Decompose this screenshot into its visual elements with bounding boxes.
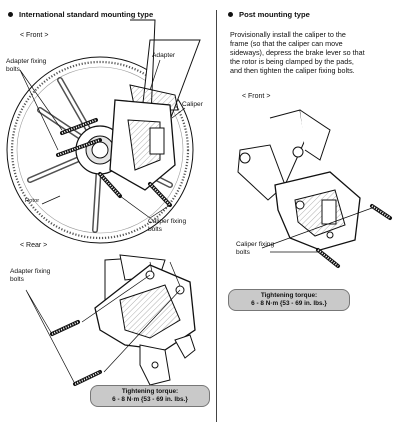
post-front-view-label: < Front >: [242, 93, 271, 100]
post-mount-diagram: [238, 110, 390, 266]
right-torque-box: Tightening torque: 6 - 8 N·m {53 - 69 in…: [228, 289, 350, 311]
column-divider: [216, 10, 217, 422]
adapter-label: Adapter: [152, 52, 176, 59]
bullet-icon: [228, 12, 233, 17]
front-caliper-fixing-bolts-label: Caliper fixing bolts: [148, 218, 187, 233]
rear-caliper-diagram: [26, 255, 195, 385]
rotor-outer-edge: [7, 57, 193, 243]
rotor-holes-ring: [12, 62, 188, 238]
rear-adapter-fixing-bolts-label: Adapter fixing bolts: [10, 268, 51, 283]
post-mount-title: Post mounting type: [239, 10, 310, 19]
post-mount-instructions: Provisionally install the caliper to the…: [230, 30, 365, 75]
post-mount-heading: Post mounting type: [228, 10, 310, 19]
caliper-label: Caliper: [182, 101, 203, 108]
post-caliper-fixing-bolts-label: Caliper fixing bolts: [236, 241, 275, 256]
international-mount-title: International standard mounting type: [19, 10, 154, 19]
left-torque-box: Tightening torque: 6 - 8 N·m {53 - 69 in…: [90, 385, 210, 407]
international-mount-heading: International standard mounting type: [8, 10, 153, 19]
front-adapter-fixing-bolts-label: Adapter fixing bolts: [6, 58, 47, 73]
front-rotor-diagram: [7, 20, 200, 243]
rotor-label: Rotor: [25, 198, 40, 204]
front-view-label: < Front >: [20, 32, 49, 39]
bullet-icon: [8, 12, 13, 17]
rear-view-label: < Rear >: [20, 242, 48, 249]
